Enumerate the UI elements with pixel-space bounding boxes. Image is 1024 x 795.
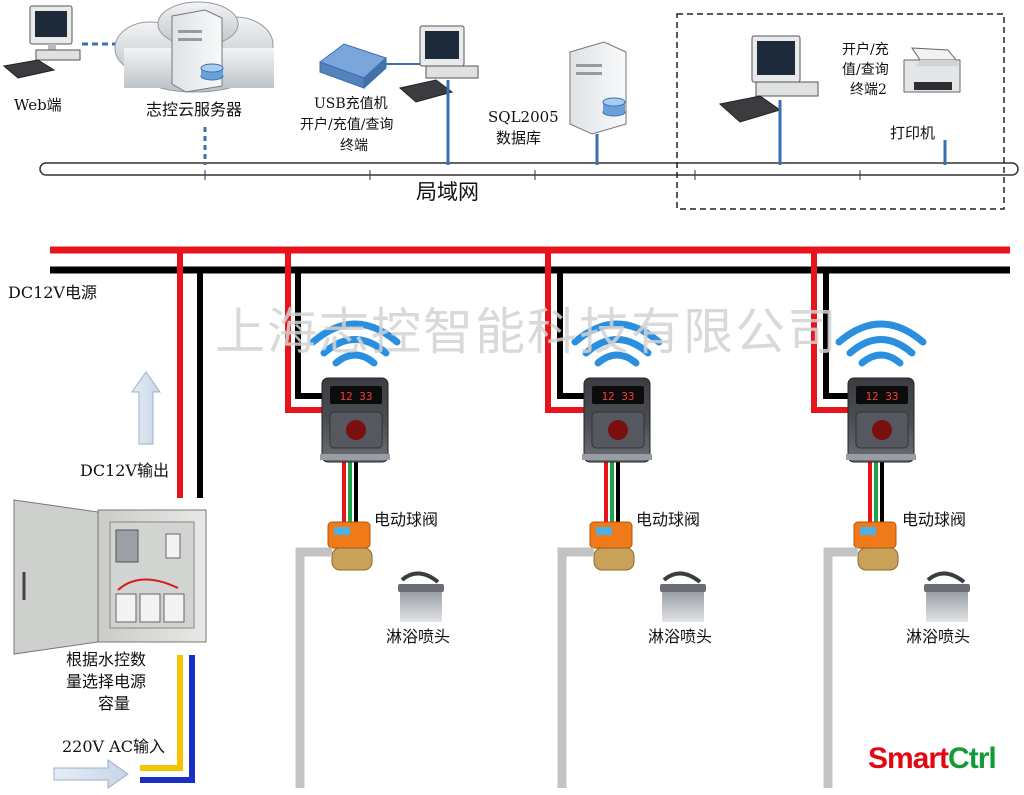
water-controller-2 [582, 377, 652, 463]
terminal2-label-line1: 开户/充 [842, 42, 889, 58]
box-note-line2: 量选择电源 [66, 672, 147, 691]
motor-valve-2 [589, 521, 635, 571]
terminal2-label-line2: 值/查询 [842, 62, 889, 78]
ac-input-arrow [53, 759, 129, 789]
brand-part-1: Smart [868, 742, 949, 775]
motor-valve-1 [327, 521, 373, 571]
printer-label: 打印机 [890, 124, 936, 142]
box-note-line3: 容量 [98, 694, 131, 713]
wifi-icon [571, 320, 663, 367]
water-pipe-1 [295, 547, 332, 788]
motor-valve-3 [853, 521, 899, 571]
wifi-icon [309, 320, 401, 367]
controller-display-1: 12 33 [339, 390, 372, 403]
cloud-server-icon [114, 1, 274, 93]
lan-label: 局域网 [416, 180, 479, 204]
terminal2-computer-icon [718, 35, 819, 123]
controller-display-3: 12 33 [865, 390, 898, 403]
shower-head-3 [924, 571, 970, 622]
usb-label-line1: USB充值机 [314, 96, 388, 112]
unit-2-wiring [545, 250, 620, 522]
ac-input-label: 220V AC输入 [62, 737, 165, 756]
valve-label-3: 电动球阀 [902, 510, 967, 529]
water-pipe-3 [823, 547, 858, 788]
ac-input-yellow-wire [140, 655, 183, 771]
database-server-icon [569, 41, 627, 135]
terminal2-group-frame [676, 13, 1005, 210]
usb-terminal-computer-icon [398, 25, 479, 103]
dc-output-label: DC12V输出 [80, 461, 169, 480]
cloud-server-label: 志控云服务器 [146, 100, 243, 119]
water-controller-1 [320, 377, 390, 463]
lan-bus [39, 162, 1019, 180]
box-note-line1: 根据水控数 [66, 650, 147, 669]
usb-label-line3: 终端 [340, 138, 368, 154]
dc-power-label: DC12V电源 [8, 283, 97, 302]
dc-output-arrow [131, 371, 161, 445]
usb-card-reader-icon [318, 43, 387, 90]
sql-label-line2: 数据库 [496, 129, 542, 147]
brand-part-2: Ctrl [948, 742, 997, 775]
water-pipe-2 [557, 547, 594, 788]
shower-label-3: 淋浴喷头 [906, 627, 971, 646]
unit-1-wiring [285, 250, 358, 522]
wifi-icon [835, 320, 927, 367]
shower-label-2: 淋浴喷头 [648, 627, 713, 646]
valve-label-1: 电动球阀 [374, 510, 439, 529]
unit-3-wiring [811, 250, 884, 522]
valve-label-2: 电动球阀 [636, 510, 701, 529]
shower-head-2 [660, 571, 706, 622]
web-label: Web端 [14, 96, 62, 114]
controller-display-2: 12 33 [601, 390, 634, 403]
ac-input-blue-wire [140, 655, 195, 783]
web-computer-icon [2, 5, 81, 79]
power-bus [50, 246, 1010, 274]
shower-label-1: 淋浴喷头 [386, 627, 451, 646]
company-watermark: 上海志控智能科技有限公司 [215, 303, 839, 361]
sql-label-line1: SQL2005 [488, 108, 559, 126]
printer-icon [903, 47, 961, 93]
usb-label-line2: 开户/充值/查询 [300, 117, 394, 133]
shower-head-1 [398, 571, 444, 622]
power-distribution-box [13, 499, 207, 655]
water-controller-3 [846, 377, 916, 463]
terminal2-label-line3: 终端2 [850, 82, 887, 98]
smartctrl-logo: SmartCtrl [868, 742, 997, 776]
